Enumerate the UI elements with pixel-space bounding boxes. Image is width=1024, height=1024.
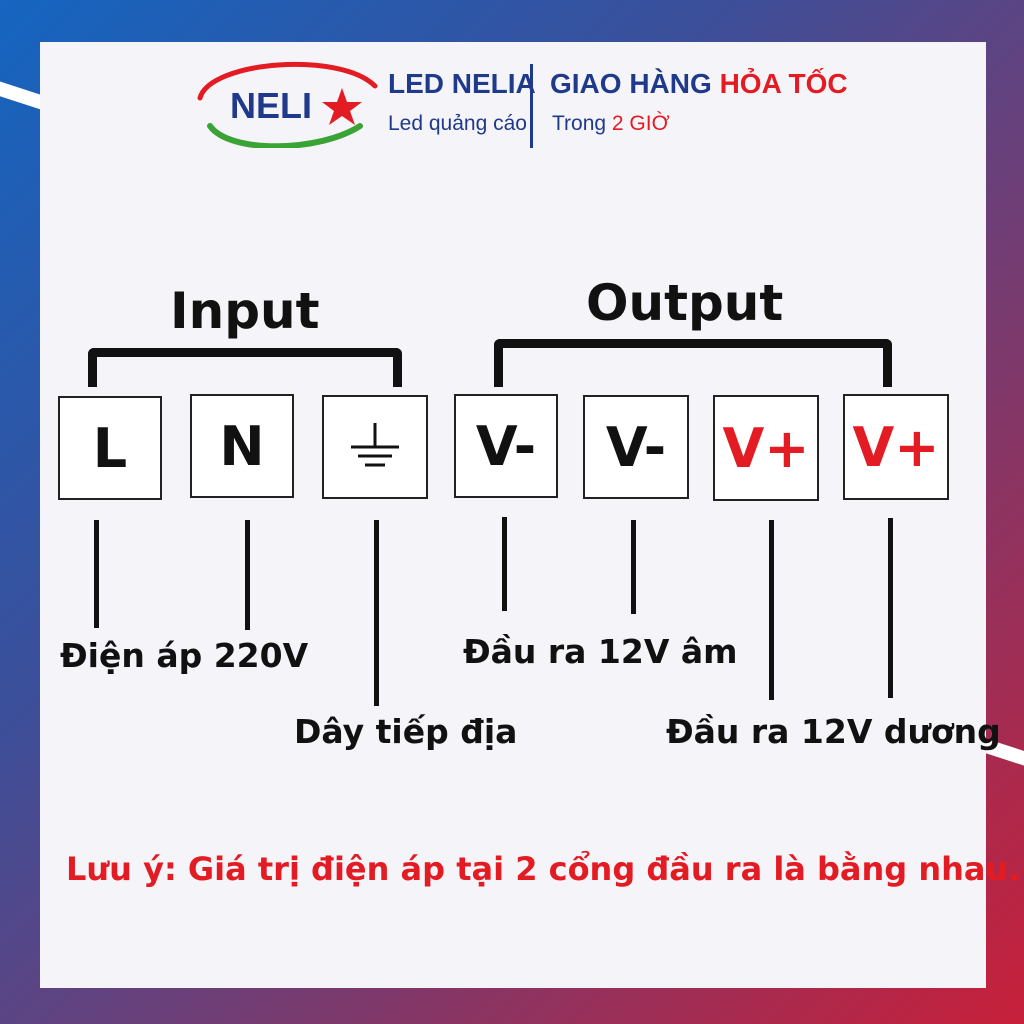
desc-ground: Dây tiếp địa: [294, 712, 518, 751]
wire-v-minus-2: [631, 520, 636, 614]
header-divider: [530, 64, 533, 148]
wire-v-plus-2: [888, 518, 893, 698]
desc-line-neutral: Điện áp 220V: [60, 636, 309, 675]
nelia-logo: NELI: [197, 61, 378, 148]
time-highlight: 2 GIỜ: [611, 112, 670, 135]
wire-v-plus-1: [769, 520, 774, 700]
note-text: Lưu ý: Giá trị điện áp tại 2 cổng đầu ra…: [66, 850, 1021, 888]
output-label: Output: [586, 274, 784, 332]
wire-l: [94, 520, 99, 628]
brand-tagline: Led quảng cáo: [388, 112, 527, 135]
terminal-ground: [322, 395, 428, 499]
brand-name: LED NELIA: [388, 68, 536, 99]
ground-icon: [351, 423, 399, 467]
input-label: Input: [170, 282, 320, 340]
delivery-heading: GIAO HÀNG HỎA TỐC: [550, 68, 848, 100]
terminal-v-plus-1: V+: [713, 395, 819, 501]
input-bracket: [88, 348, 402, 387]
delivery-highlight: HỎA TỐC: [719, 68, 848, 99]
terminal-v-minus-1: V-: [454, 394, 558, 498]
terminal-v-plus-2: V+: [843, 394, 949, 500]
delivery-time: Trong 2 GIỜ: [552, 112, 670, 136]
time-prefix: Trong: [552, 112, 612, 135]
wire-v-minus-1: [502, 517, 507, 611]
desc-positive: Đầu ra 12V dương: [666, 712, 1001, 751]
diagram-panel: NELI LED NELIA Led quảng cáo GIAO HÀNG H…: [40, 42, 1020, 988]
delivery-prefix: GIAO HÀNG: [550, 68, 720, 99]
terminal-v-minus-2: V-: [583, 395, 689, 499]
terminal-l: L: [58, 396, 162, 500]
wire-ground: [374, 520, 379, 706]
terminal-n: N: [190, 394, 294, 498]
output-bracket: [494, 339, 892, 387]
logo-text: NELI: [230, 85, 312, 126]
desc-negative: Đầu ra 12V âm: [463, 632, 738, 671]
wire-n: [245, 520, 250, 630]
